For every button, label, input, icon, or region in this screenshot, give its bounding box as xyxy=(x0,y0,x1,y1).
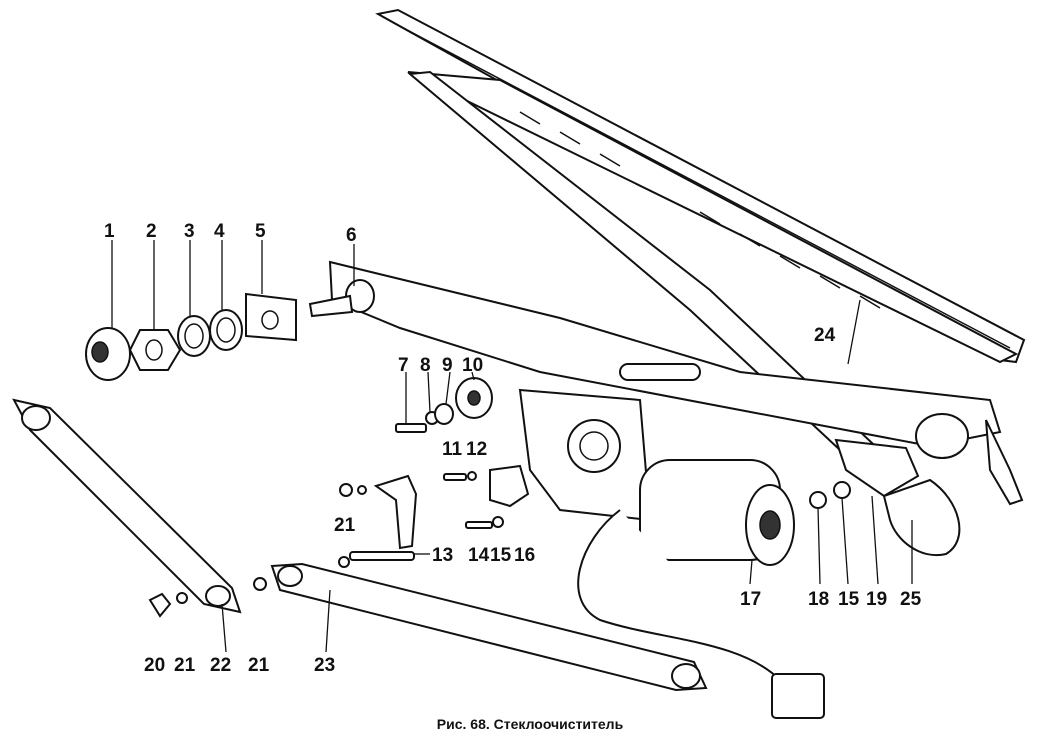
shaft-parts xyxy=(85,292,297,381)
callout-15b: 15 xyxy=(838,589,860,610)
callout-12: 12 xyxy=(466,439,488,460)
small-hardware xyxy=(339,377,851,561)
callout-22: 22 xyxy=(210,655,232,676)
callout-3: 3 xyxy=(184,221,195,242)
callout-21c: 21 xyxy=(334,515,356,536)
callout-23: 23 xyxy=(314,655,336,676)
figure-caption: Рис. 68. Стеклоочиститель xyxy=(436,716,624,732)
wiper-blade xyxy=(375,8,1026,364)
cover xyxy=(882,478,961,557)
callout-21b: 21 xyxy=(248,655,270,676)
callout-20: 20 xyxy=(144,655,166,676)
wiper-frame xyxy=(308,260,1024,506)
callout-19: 19 xyxy=(866,589,888,610)
callout-16: 16 xyxy=(514,545,536,566)
callout-4: 4 xyxy=(214,221,225,242)
callout-7: 7 xyxy=(398,355,409,376)
callout-5: 5 xyxy=(255,221,266,242)
callout-13: 13 xyxy=(432,545,454,566)
callout-21a: 21 xyxy=(174,655,196,676)
callout-24: 24 xyxy=(814,325,836,346)
linkage-rods xyxy=(12,398,708,692)
leader-lines xyxy=(111,240,913,653)
callout-6: 6 xyxy=(346,225,357,246)
callout-8: 8 xyxy=(420,355,431,376)
callout-11: 11 xyxy=(442,439,463,460)
callout-18: 18 xyxy=(808,589,830,610)
callout-10: 10 xyxy=(462,355,484,376)
callout-25: 25 xyxy=(900,589,922,610)
callout-9: 9 xyxy=(442,355,453,376)
callout-14: 14 xyxy=(468,545,490,566)
wiper-motor xyxy=(518,388,825,719)
callout-15: 15 xyxy=(490,545,512,566)
callout-2: 2 xyxy=(146,221,157,242)
callout-17: 17 xyxy=(740,589,762,610)
callout-1: 1 xyxy=(104,221,115,242)
